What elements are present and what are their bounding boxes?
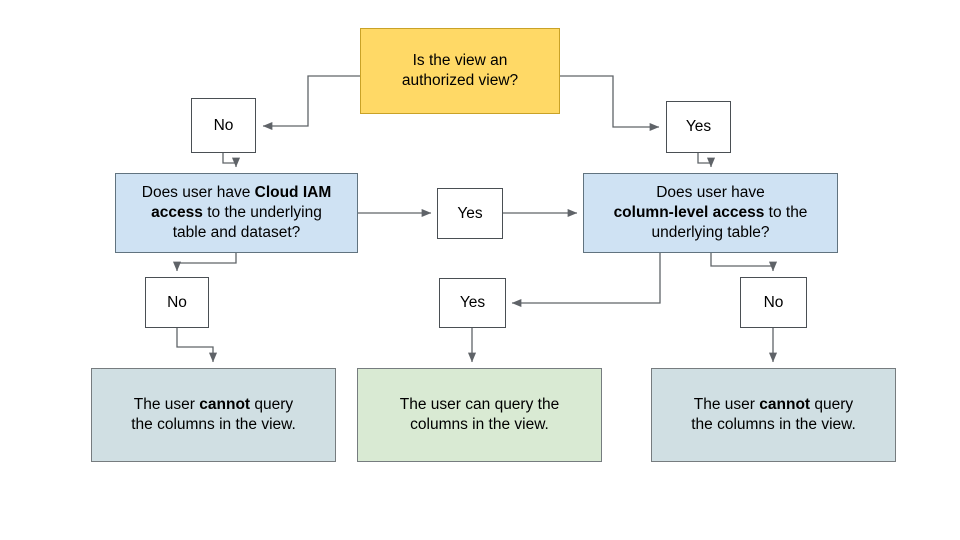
edge-iam-to-no-left xyxy=(172,253,237,272)
edge-no-top-to-iam xyxy=(222,153,241,168)
label-no-left[interactable]: No xyxy=(145,277,209,328)
label-yes-bottom-label: Yes xyxy=(459,294,486,312)
edge-start-to-yes-top xyxy=(560,75,660,132)
label-yes-bottom[interactable]: Yes xyxy=(439,278,506,328)
label-no-top-left-label: No xyxy=(213,116,234,134)
label-yes-top-right[interactable]: Yes xyxy=(666,101,731,153)
label-no-right[interactable]: No xyxy=(740,277,807,328)
label-yes-middle-label: Yes xyxy=(457,204,483,222)
label-yes-top-right-label: Yes xyxy=(685,118,712,136)
edge-yes-top-to-column xyxy=(697,153,716,168)
label-no-top-left[interactable]: No xyxy=(191,98,256,153)
edge-start-to-no-top xyxy=(262,75,360,131)
label-no-right-label: No xyxy=(763,293,784,311)
edge-column-to-no-right xyxy=(710,253,778,272)
edge-column-to-yes-bottom xyxy=(511,253,661,308)
edge-no-left-to-outcome-left xyxy=(176,328,218,363)
label-yes-middle[interactable]: Yes xyxy=(437,188,503,239)
label-no-left-label: No xyxy=(167,293,187,311)
